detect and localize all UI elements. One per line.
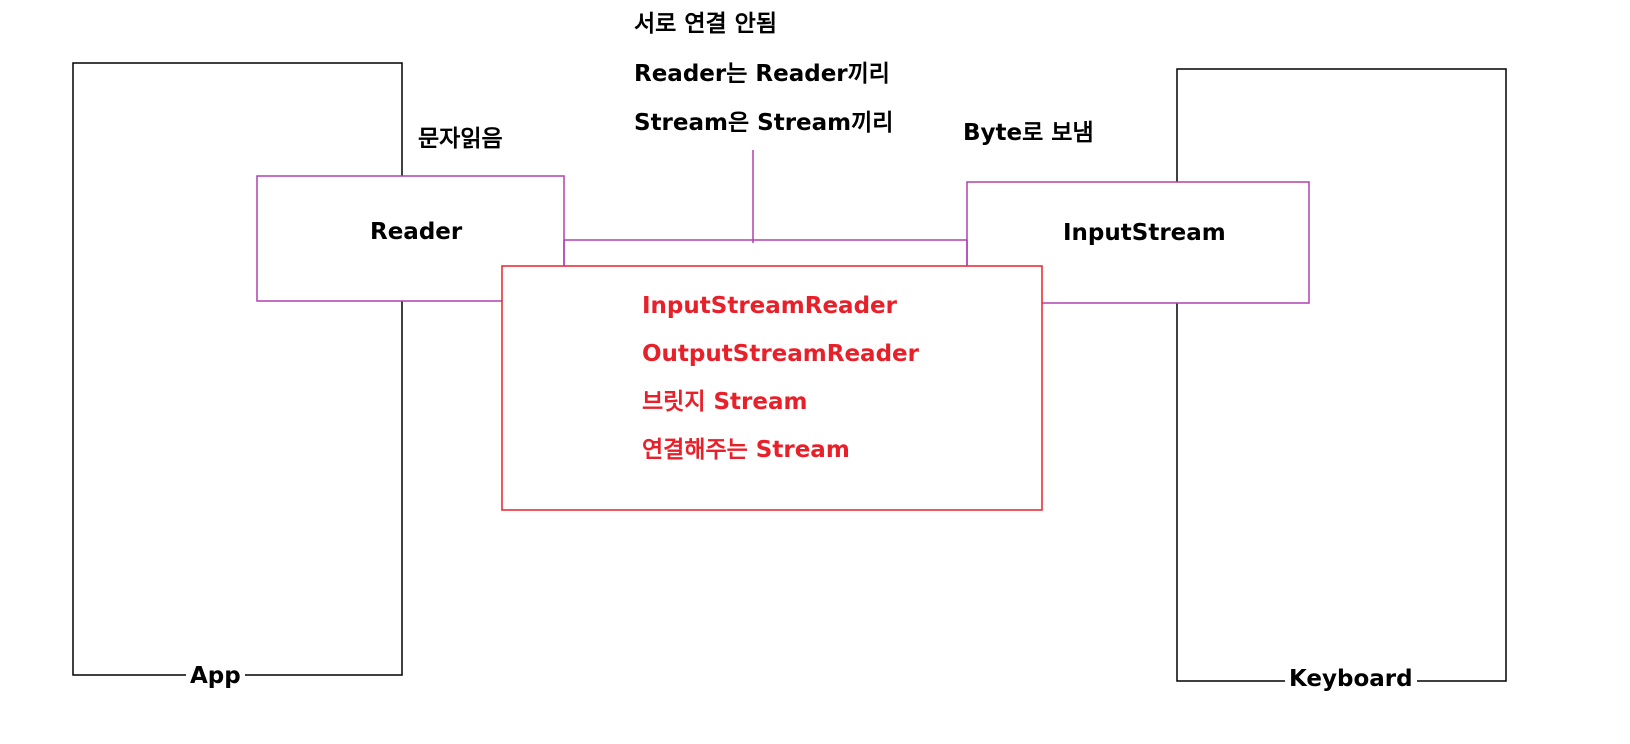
keyboard-label: Keyboard	[1285, 665, 1417, 693]
app-label: App	[186, 662, 245, 690]
sends-bytes-label: Byte로 보냄	[963, 120, 1094, 146]
reads-chars-label: 문자읽음	[418, 126, 503, 152]
note-line-2: Reader는 Reader끼리	[634, 61, 890, 87]
note-line-1: 서로 연결 안됨	[634, 11, 777, 37]
bridge-item-bridge-stream: 브릿지 Stream	[642, 389, 808, 415]
bridge-item-output-stream-reader: OutputStreamReader	[642, 341, 919, 367]
app-box	[72, 62, 403, 676]
inputstream-label: InputStream	[1063, 220, 1226, 246]
note-line-3: Stream은 Stream끼리	[634, 110, 894, 136]
reader-label: Reader	[370, 219, 463, 245]
bridge-box	[501, 265, 1043, 511]
keyboard-box	[1176, 68, 1507, 682]
bridge-item-connecting-stream: 연결해주는 Stream	[642, 437, 850, 463]
bridge-item-input-stream-reader: InputStreamReader	[642, 293, 897, 319]
